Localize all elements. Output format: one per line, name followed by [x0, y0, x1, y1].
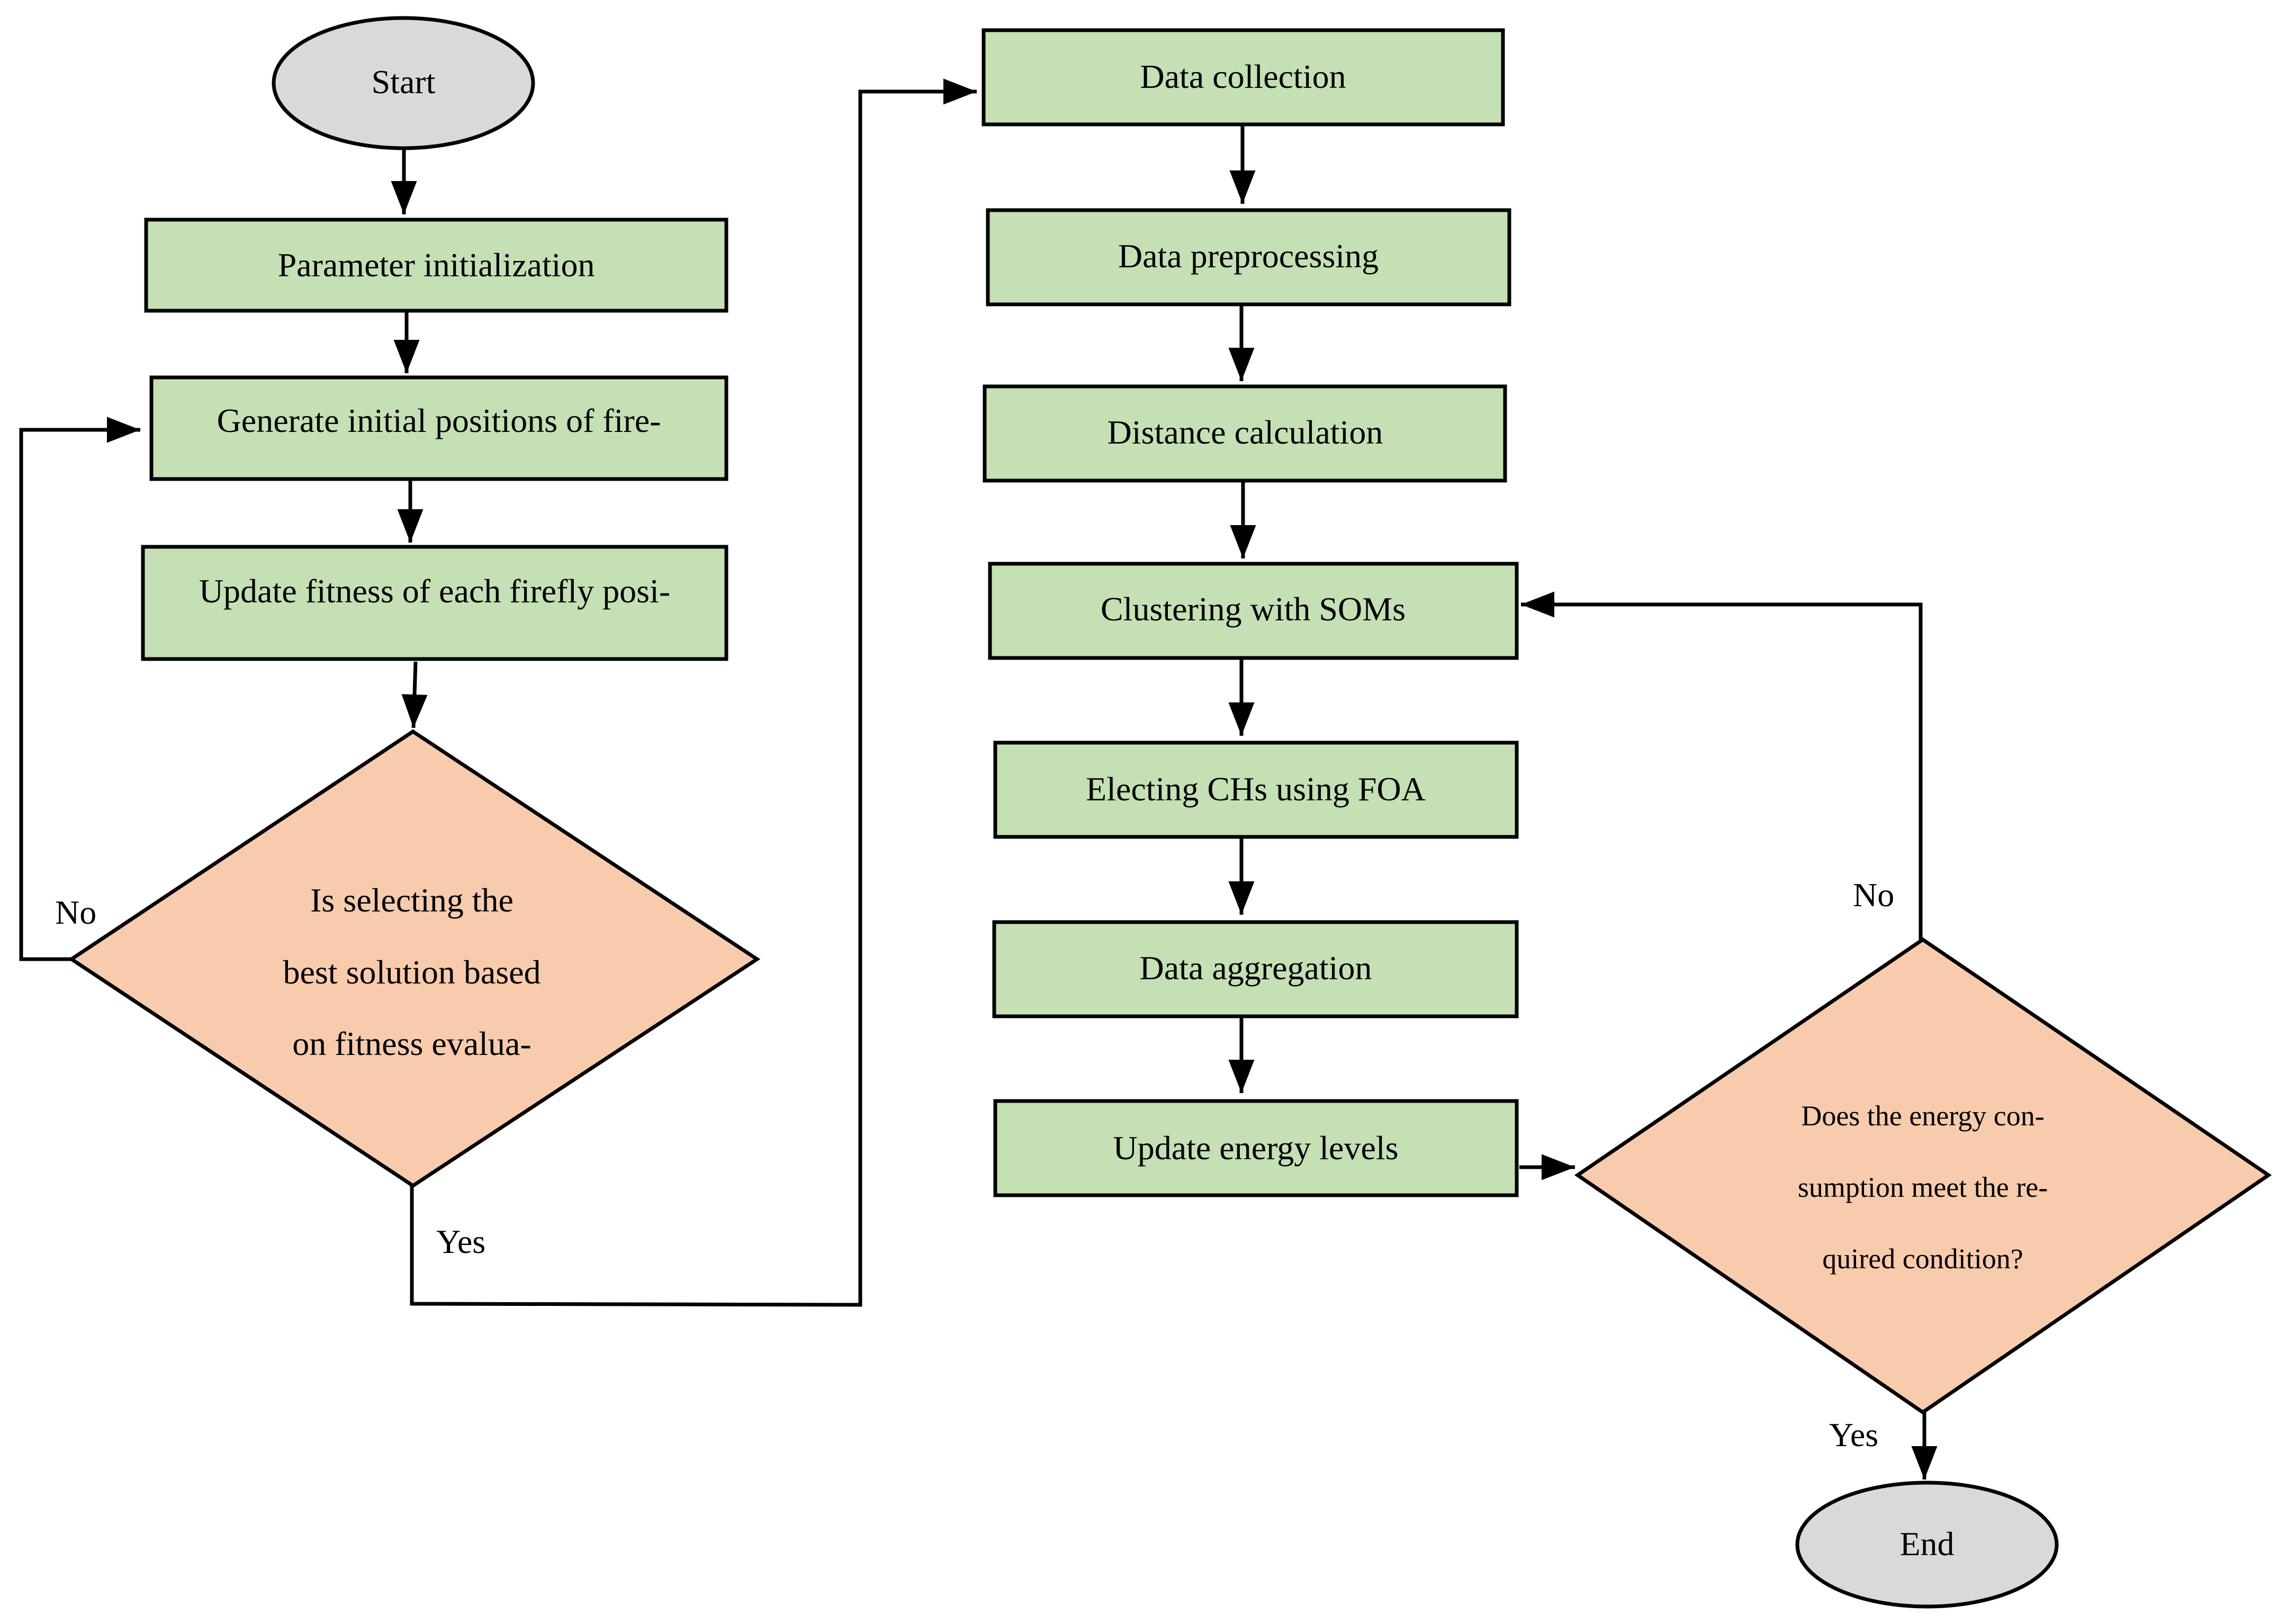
data-collection-box: Data collection [982, 28, 1505, 127]
decision-best-line-3: on fitness evalua- [292, 1025, 531, 1062]
edges [19, 78, 1938, 1479]
electing-chs-box: Electing CHs using FOA [993, 741, 1519, 839]
edge-energy-decision-no-loop [1521, 591, 1923, 940]
update-energy-box: Update energy levels [993, 1099, 1519, 1197]
energy-yes-label: Yes [1829, 1416, 1878, 1454]
edge-decision-no-loop [19, 417, 140, 961]
generate-positions-label: Generate initial positions of fire- [217, 402, 661, 439]
best-no-label: No [55, 894, 96, 931]
decision-best-solution: Is selecting the best solution based on … [68, 729, 761, 1188]
distance-calculation-label: Distance calculation [1108, 413, 1383, 451]
decision-energy: Does the energy con- sumption meet the r… [1574, 937, 2272, 1415]
decision-energy-line-1: Does the energy con- [1801, 1100, 2044, 1132]
start-node: Start [272, 16, 535, 150]
start-label: Start [372, 63, 436, 101]
best-yes-label: Yes [436, 1223, 485, 1260]
generate-positions-box: Generate initial positions of fire- [149, 375, 728, 481]
distance-calculation-box: Distance calculation [983, 384, 1507, 483]
end-node: End [1795, 1481, 2059, 1609]
data-collection-label: Data collection [1140, 58, 1346, 95]
parameter-init-label: Parameter initialization [278, 246, 595, 284]
update-fitness-box: Update fitness of each firefly posi- [141, 545, 728, 661]
parameter-init-box: Parameter initialization [144, 218, 728, 313]
decision-best-line-1: Is selecting the [310, 881, 514, 919]
update-energy-label: Update energy levels [1113, 1129, 1398, 1167]
update-fitness-label: Update fitness of each firefly posi- [199, 572, 670, 610]
clustering-box: Clustering with SOMs [988, 562, 1519, 660]
decision-best-line-2: best solution based [283, 953, 541, 991]
electing-chs-label: Electing CHs using FOA [1086, 770, 1426, 808]
end-label: End [1899, 1525, 1954, 1563]
data-aggregation-label: Data aggregation [1140, 949, 1372, 987]
decision-energy-line-3: quired condition? [1822, 1243, 2023, 1275]
decision-energy-line-2: sumption meet the re- [1798, 1171, 2048, 1203]
data-preprocessing-box: Data preprocessing [986, 208, 1511, 306]
clustering-label: Clustering with SOMs [1101, 590, 1406, 628]
data-aggregation-box: Data aggregation [992, 920, 1519, 1018]
data-preprocessing-label: Data preprocessing [1118, 237, 1379, 275]
energy-no-label: No [1853, 876, 1894, 914]
edge-decision-yes-to-data-collection [410, 78, 977, 1307]
edge-update-fitness-to-decision [401, 661, 428, 728]
